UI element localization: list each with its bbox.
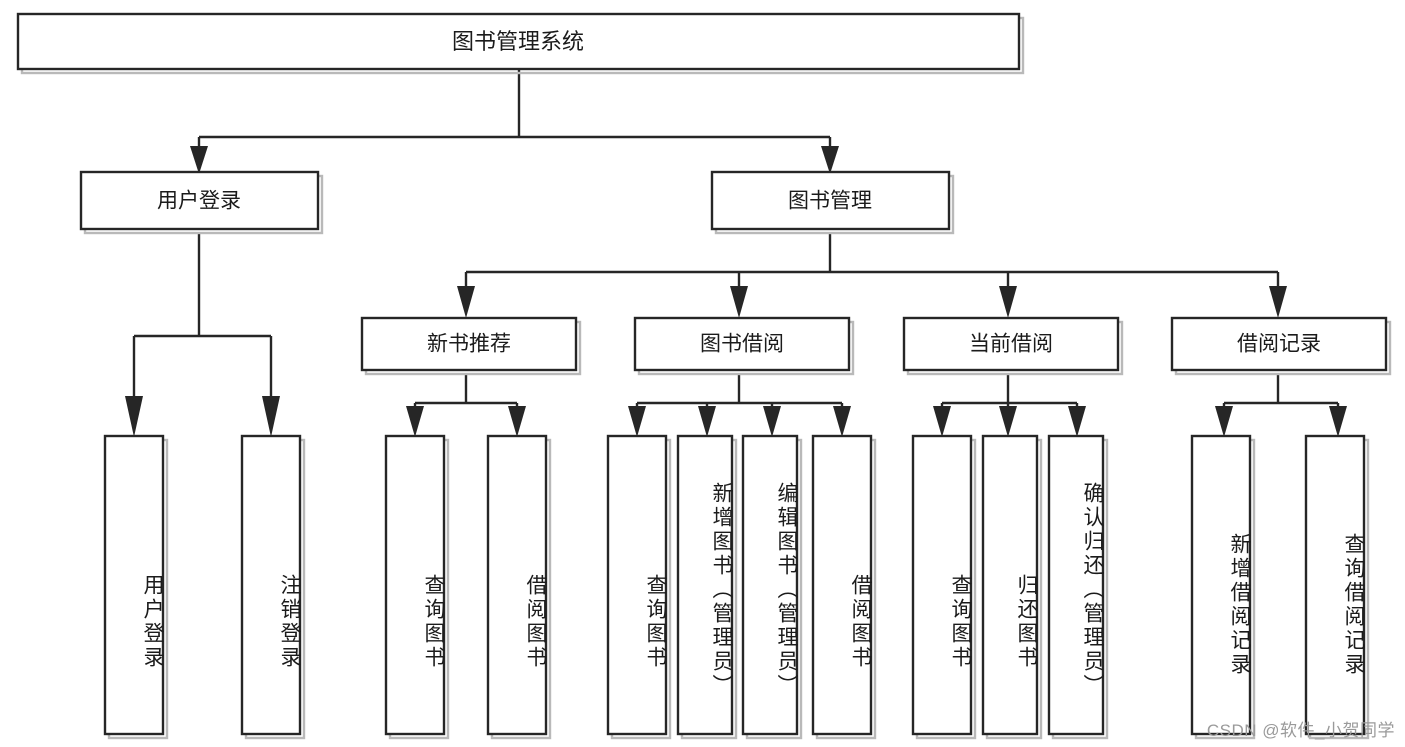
node-borrow-record[interactable] xyxy=(1170,316,1388,372)
arrow-icon-leaf-borrow-book-1 xyxy=(508,406,526,437)
node-current-borrow-label: 当前借阅 xyxy=(969,333,1053,356)
node-book-borrow[interactable] xyxy=(633,316,851,372)
node-new-book-recommend[interactable] xyxy=(360,316,578,372)
node-book-borrow-label: 图书借阅 xyxy=(700,333,784,356)
arrow-icon-leaf-query-book-1 xyxy=(406,406,424,437)
node-new-book-recommend-label: 新书推荐 xyxy=(427,333,511,356)
node-leaf-logout-login[interactable] xyxy=(240,434,302,736)
node-leaf-user-login[interactable] xyxy=(103,434,165,736)
arrow-icon-leaf-return-book xyxy=(999,406,1017,437)
node-layer: 图书管理系统 用户登录 图书管理 新书推荐 图书借阅 当前借阅 借阅记录 xyxy=(16,12,1392,740)
arrow-icon-new-book-recommend xyxy=(457,286,475,318)
arrow-icon-borrow-record xyxy=(1269,286,1287,318)
node-root-label: 图书管理系统 xyxy=(452,29,584,54)
arrow-icon-book-borrow xyxy=(730,286,748,318)
node-leaf-add-record[interactable] xyxy=(1190,434,1252,736)
node-leaf-edit-book[interactable] xyxy=(741,434,799,736)
node-leaf-confirm-return[interactable] xyxy=(1047,434,1105,736)
arrow-icon-leaf-borrow-book-2 xyxy=(833,406,851,437)
node-book-manage-label: 图书管理 xyxy=(788,190,872,213)
arrow-icon-leaf-query-book-2 xyxy=(628,406,646,437)
node-current-borrow[interactable] xyxy=(902,316,1120,372)
node-leaf-borrow-book-2[interactable] xyxy=(811,434,873,736)
node-leaf-return-book[interactable] xyxy=(981,434,1039,736)
node-leaf-query-book-3[interactable] xyxy=(911,434,973,736)
node-leaf-add-book[interactable] xyxy=(676,434,734,736)
arrow-icon-book-manage xyxy=(821,146,839,174)
arrow-icon-leaf-add-book xyxy=(698,406,716,437)
arrow-icon-leaf-confirm-return xyxy=(1068,406,1086,437)
node-leaf-query-record[interactable] xyxy=(1304,434,1366,736)
node-leaf-query-book-1[interactable] xyxy=(384,434,446,736)
arrow-icon-user-login xyxy=(190,146,208,174)
node-user-login-label: 用户登录 xyxy=(157,190,241,213)
node-leaf-query-book-2[interactable] xyxy=(606,434,668,736)
arrow-icon-leaf-query-book-3 xyxy=(933,406,951,437)
arrow-icon-leaf-logout-login xyxy=(262,396,280,437)
node-root[interactable] xyxy=(16,12,1021,71)
arrow-icon-leaf-edit-book xyxy=(763,406,781,437)
node-leaf-borrow-book-1[interactable] xyxy=(486,434,548,736)
node-borrow-record-label: 借阅记录 xyxy=(1237,333,1321,356)
node-book-manage[interactable] xyxy=(710,170,951,231)
arrow-icon-leaf-query-record xyxy=(1329,406,1347,437)
arrow-icon-current-borrow xyxy=(999,286,1017,318)
arrow-icon-leaf-add-record xyxy=(1215,406,1233,437)
arrow-icon-leaf-user-login xyxy=(125,396,143,437)
node-user-login[interactable] xyxy=(79,170,320,231)
watermark-text: CSDN @软件_小贺同学 xyxy=(1206,721,1395,740)
connector-layer xyxy=(125,70,1347,437)
